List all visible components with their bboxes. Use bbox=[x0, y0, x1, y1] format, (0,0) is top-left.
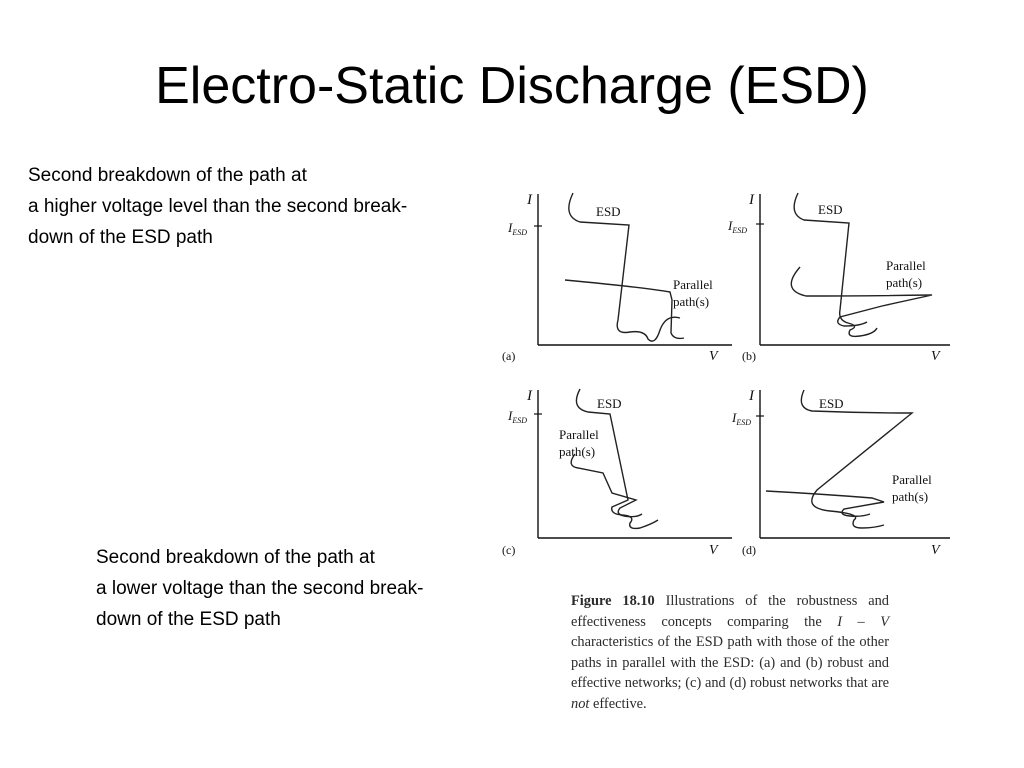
panel-a: I IESD (a) V ESD Parallel path(s) bbox=[502, 192, 732, 364]
note-line: Second breakdown of the path at bbox=[96, 547, 375, 568]
esd-curve-label: ESD bbox=[819, 396, 844, 411]
y-axis-label: I bbox=[748, 388, 755, 404]
iesd-label: IESD bbox=[507, 408, 527, 425]
parallel-label-line2: path(s) bbox=[892, 489, 928, 504]
parallel-path-curve bbox=[790, 266, 933, 327]
slide-title: Electro-Static Discharge (ESD) bbox=[155, 57, 869, 115]
note-line: a lower voltage than the second break- bbox=[96, 578, 424, 599]
figure-caption-text: effective. bbox=[589, 695, 647, 712]
note-line: down of the ESD path bbox=[28, 227, 213, 248]
x-axis-label: V bbox=[931, 349, 941, 364]
y-axis-label: I bbox=[526, 192, 533, 208]
parallel-path-curve bbox=[564, 279, 685, 340]
esd-curve bbox=[568, 192, 681, 342]
figure-caption-iv: I – V bbox=[837, 613, 889, 630]
figure-caption-label: Figure 18.10 bbox=[571, 593, 655, 609]
parallel-label-line1: Parallel bbox=[673, 277, 713, 292]
panel-tag: (a) bbox=[502, 349, 515, 363]
parallel-path-curve bbox=[570, 453, 643, 518]
y-axis-label: I bbox=[526, 388, 533, 404]
esd-curve-label: ESD bbox=[596, 204, 621, 219]
note-line: a higher voltage level than the second b… bbox=[28, 196, 408, 217]
panel-tag: (b) bbox=[742, 349, 756, 363]
parallel-label-line1: Parallel bbox=[886, 258, 926, 273]
panel-tag: (d) bbox=[742, 543, 756, 557]
panel-d: I IESD (d) V ESD Parallel path(s) bbox=[731, 388, 950, 558]
iesd-label: IESD bbox=[507, 220, 527, 237]
figure-caption-text: characteristics of the ESD path with tho… bbox=[571, 634, 889, 692]
parallel-label-line1: Parallel bbox=[559, 427, 599, 442]
figure-caption-text: Illustrations of the robustness and effe… bbox=[571, 593, 890, 630]
parallel-path-curve bbox=[765, 490, 885, 517]
parallel-label-line2: path(s) bbox=[886, 275, 922, 290]
parallel-label-line2: path(s) bbox=[673, 294, 709, 309]
note-line: Second breakdown of the path at bbox=[28, 165, 307, 186]
panel-b: I IESD (b) V ESD Parallel path(s) bbox=[727, 192, 950, 364]
iv-characteristics-figure: I IESD (a) V ESD Parallel path(s) I IESD… bbox=[500, 180, 960, 575]
parallel-label-line1: Parallel bbox=[892, 472, 932, 487]
figure-caption-not: not bbox=[571, 695, 590, 712]
note-higher-voltage: Second breakdown of the path at a higher… bbox=[28, 160, 407, 253]
figure-caption: Figure 18.10 Illustrations of the robust… bbox=[571, 591, 889, 715]
x-axis-label: V bbox=[709, 543, 719, 558]
y-axis-label: I bbox=[748, 192, 755, 208]
esd-curve-label: ESD bbox=[597, 396, 622, 411]
esd-curve-label: ESD bbox=[818, 202, 843, 217]
iesd-label: IESD bbox=[727, 218, 747, 235]
esd-curve bbox=[800, 389, 914, 529]
x-axis-label: V bbox=[931, 543, 941, 558]
panel-c: I IESD (c) V ESD Parallel path(s) bbox=[502, 388, 732, 558]
panel-tag: (c) bbox=[502, 543, 515, 557]
x-axis-label: V bbox=[709, 349, 719, 364]
iesd-label: IESD bbox=[731, 410, 751, 427]
iv-panels-svg: I IESD (a) V ESD Parallel path(s) I IESD… bbox=[502, 192, 950, 558]
parallel-label-line2: path(s) bbox=[559, 444, 595, 459]
note-lower-voltage: Second breakdown of the path at a lower … bbox=[96, 542, 423, 635]
note-line: down of the ESD path bbox=[96, 609, 281, 630]
